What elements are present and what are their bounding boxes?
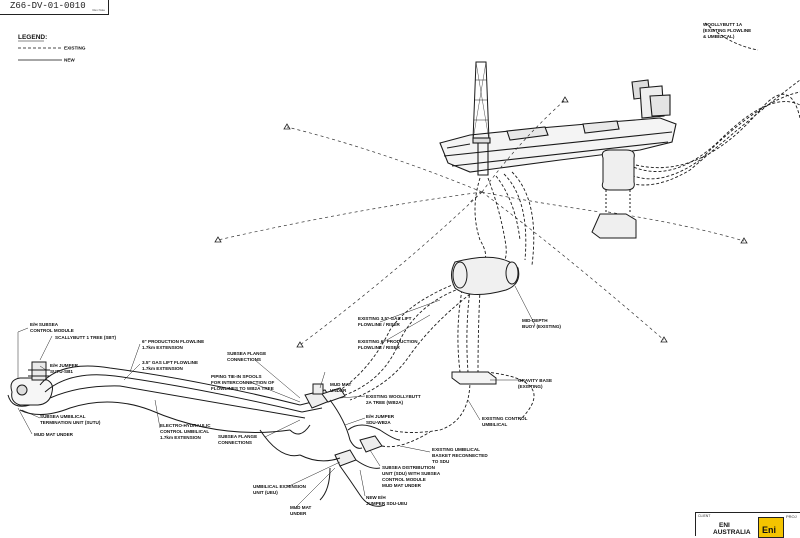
leader-lines — [17, 285, 536, 509]
label-scallybutt-tree: SCALLYBUTT 1 TREE (SBT) — [55, 335, 117, 340]
woollybutt-2a-tree — [304, 383, 346, 409]
eni-logo: Eni — [758, 517, 784, 538]
label-mud-mat-under-left: MUD MAT UNDER — [34, 432, 74, 437]
legend-new-label: NEW — [64, 58, 75, 63]
mid-depth-buoy — [451, 256, 520, 295]
title-block-region: AUSTRALIA — [713, 529, 751, 536]
gravity-base — [451, 371, 497, 385]
existing-umbilical-basket — [381, 431, 431, 448]
woollybutt-1a-flowline — [604, 22, 800, 186]
legend-title: LEGEND: — [18, 34, 47, 41]
legend: LEGEND: EXISTING NEW — [18, 34, 86, 63]
title-block-client-name: ENI — [719, 522, 730, 529]
risers — [339, 171, 535, 433]
fpso-vessel — [439, 61, 677, 176]
drawing-number-stamp: Z66-DV-01-0010 Rev Note — [0, 0, 109, 15]
legend-existing-label: EXISTING — [64, 46, 86, 51]
title-block-project-label: PROJ — [786, 514, 797, 519]
title-block: CLIENT ENI AUSTRALIA Eni PROJ — [695, 512, 800, 538]
label-gravity-base: GRAVITY BASE(EXISTING) — [518, 378, 552, 389]
scallybutt-well-site — [7, 361, 53, 407]
sdu-and-jumpers — [259, 399, 401, 507]
vessel-buoyancy-tank — [591, 149, 637, 239]
label-woollybutt-1a: WOOLLYBUTT 1A(EXISTING FLOWLINE& UMBILIC… — [703, 22, 751, 39]
mooring-lines — [217, 99, 745, 346]
new-flowlines — [19, 365, 323, 435]
drawing-number: Z66-DV-01-0010 — [10, 1, 86, 11]
drawing-number-note: Rev Note — [92, 8, 105, 12]
annotation-labels: WOOLLYBUTT 1A(EXISTING FLOWLINE& UMBILIC… — [30, 22, 751, 516]
title-block-client-label: CLIENT — [698, 514, 711, 518]
eni-logo-text: Eni — [762, 525, 777, 535]
